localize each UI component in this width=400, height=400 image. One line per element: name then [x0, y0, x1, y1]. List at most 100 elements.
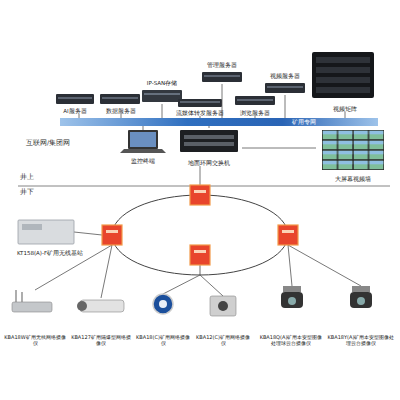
camera-node: KBA12(C)矿用网络摄像仪 [194, 288, 252, 346]
server-icon [202, 72, 242, 82]
camera-lens [357, 297, 365, 305]
matrix-slot [316, 77, 370, 83]
camera-lens [159, 300, 167, 308]
server-icon [100, 94, 140, 104]
wire [101, 245, 112, 298]
base-station [18, 220, 74, 244]
antenna [15, 290, 16, 302]
server-stripe [267, 86, 303, 88]
ring-switch-panel [194, 250, 206, 253]
server-node: 浏览服务器 [230, 96, 280, 116]
switch-icon [180, 130, 238, 152]
server-node: AI服务器 [52, 92, 98, 114]
camera-dome [281, 292, 303, 308]
node-label: 浏览服务器 [240, 110, 270, 116]
node-label: 管理服务器 [207, 62, 237, 68]
node-label: 数据服务器 [106, 108, 136, 114]
node-label: KBA18Q(A)矿用本安型图像处理球云台摄像仪 [258, 335, 324, 346]
matrix-chassis [312, 52, 374, 98]
camera-node: KBA127矿用隔爆型网络摄像仪 [70, 288, 132, 346]
camera-mount [283, 286, 301, 292]
server-icon [178, 99, 222, 107]
node-label: AI服务器 [63, 108, 86, 114]
camera-body [153, 294, 173, 314]
switch-node: 地面环网交换机 [176, 128, 242, 166]
server-node: 管理服务器 [198, 62, 246, 84]
server-icon [56, 94, 94, 104]
camera-lens [218, 301, 228, 311]
storage-icon [142, 90, 182, 102]
camera-lens [288, 297, 296, 305]
node-label: KBA127矿用隔爆型网络摄像仪 [70, 335, 132, 346]
server-icon [235, 96, 275, 105]
server-icon [265, 83, 305, 93]
camera-node: KBA18Q(A)矿用本安型图像处理球云台摄像仪 [258, 284, 324, 346]
camera-node: KBA18(C)矿用网络摄像仪 [134, 288, 192, 346]
ring-switch-panel [194, 190, 206, 193]
node-label: 视频服务器 [270, 73, 300, 79]
terminal-node: 监控终端 [116, 130, 170, 164]
wire [74, 232, 102, 235]
video-wall-frame [322, 130, 384, 170]
camera-dome [350, 292, 372, 308]
connector [242, 148, 316, 149]
ring-switch [102, 225, 122, 245]
node-label: 流媒体转发服务器 [176, 110, 224, 116]
wire [200, 265, 201, 275]
node-label: KBA12(C)矿用网络摄像仪 [194, 335, 252, 346]
ring-switch-panel [106, 230, 118, 233]
matrix-node: 视频矩阵 [312, 50, 378, 112]
camera-body [210, 296, 236, 316]
switch-ports [184, 142, 234, 146]
node-label: 矿用专网 [292, 119, 316, 125]
node-label: KBA18Y(A)矿用本安型图像处理云台摄像仪 [326, 335, 396, 346]
server-stripe [237, 99, 273, 101]
server-stripe [58, 97, 92, 99]
server-stripe [102, 97, 138, 99]
camera-node: KBA18Y(A)矿用本安型图像处理云台摄像仪 [326, 284, 396, 346]
wire [200, 275, 223, 296]
wire [163, 275, 200, 294]
matrix-slot [316, 57, 370, 63]
antenna [21, 292, 22, 302]
storage-stripe [144, 93, 180, 95]
annotation: 互联网/集团网 [26, 140, 70, 147]
node-label: 监控终端 [131, 158, 155, 164]
base-station-node: KT158(A)-F矿用无线基站 [8, 218, 92, 256]
server-stripe [180, 101, 220, 103]
video-wall-node: 大屏幕视频墙 [316, 130, 390, 182]
ring-switch-panel [282, 230, 294, 233]
server-node: 流媒体转发服务器 [172, 99, 228, 116]
server-node: 数据服务器 [98, 92, 144, 114]
ring-network [112, 195, 288, 275]
annotation: 井上 [20, 174, 34, 182]
node-label: KBA18(C)矿用网络摄像仪 [134, 335, 192, 346]
server-stripe [204, 75, 240, 77]
connector [285, 95, 286, 118]
wire [288, 245, 361, 286]
network-band: 矿用专网 [60, 118, 378, 126]
ring-switch [278, 225, 298, 245]
ring-switch [190, 185, 210, 205]
switch-ports [184, 135, 234, 139]
server-node: 视频服务器 [262, 73, 308, 95]
wire [288, 245, 292, 286]
matrix-slot [316, 67, 370, 73]
laptop-screen [128, 130, 158, 149]
node-label: KBA18W矿用无线网络摄像仪 [4, 335, 66, 346]
node-label: IP-SAN存储 [147, 80, 177, 86]
camera-body [12, 302, 52, 312]
node-label: 地面环网交换机 [188, 160, 230, 166]
video-wall-cells [322, 130, 384, 170]
matrix-slot [316, 87, 370, 93]
base-station-panel [22, 224, 42, 230]
wire [200, 166, 201, 186]
camera-mount [352, 286, 370, 292]
connector [162, 104, 163, 118]
node-label: 大屏幕视频墙 [335, 176, 371, 182]
node-label: KT158(A)-F矿用无线基站 [17, 250, 83, 256]
camera-node: KBA18W矿用无线网络摄像仪 [4, 288, 66, 346]
annotation: 井下 [20, 189, 34, 197]
camera-lens [77, 301, 87, 311]
